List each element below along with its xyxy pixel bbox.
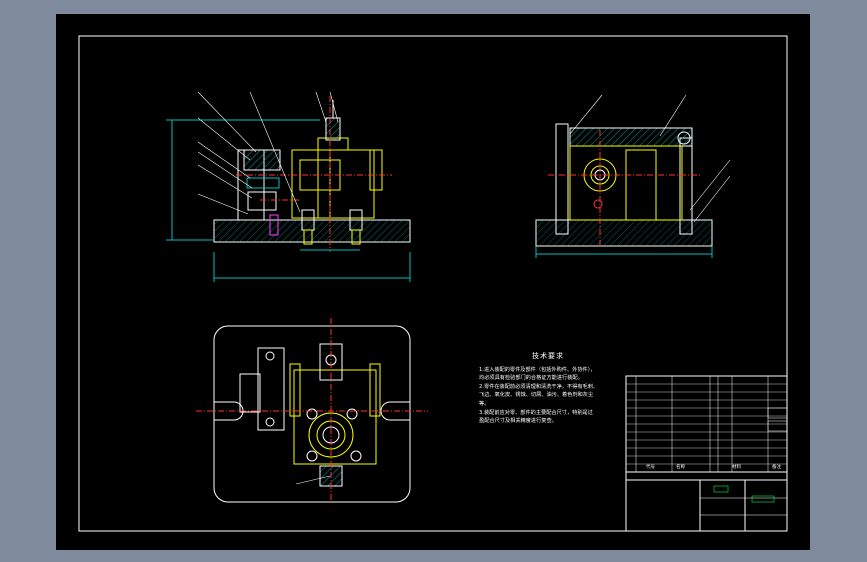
tech-note-line: 飞边、氧化皮、锈蚀、切屑、油污、着色剂和灰尘 xyxy=(479,392,594,399)
col-note: 备注 xyxy=(772,465,781,470)
drawing-frame xyxy=(78,35,788,532)
technical-requirements: 技术要求 1.进入装配的零件及部件（包括外购件、外协件）， 均必须具有检验部门的… xyxy=(479,352,617,426)
top-view xyxy=(196,318,428,503)
title-block-header: 代号 名称 材料 备注 xyxy=(626,462,787,472)
tech-note-line: 3.装配前应对零、部件的主要配合尺寸，特别是过 xyxy=(479,409,593,416)
drawing-sheet xyxy=(56,14,810,550)
side-view xyxy=(535,94,731,258)
title-block xyxy=(625,375,788,532)
tech-note-line: 等。 xyxy=(479,400,490,407)
tech-note-line: 1.进入装配的零件及部件（包括外购件、外协件）， xyxy=(479,366,596,373)
col-name: 名称 xyxy=(676,465,685,470)
technical-requirements-title: 技术要求 xyxy=(532,352,564,360)
front-view xyxy=(166,91,411,282)
tech-note-line: 盈配合尺寸及相关精度进行复查。 xyxy=(479,418,557,425)
col-material: 材料 xyxy=(732,465,741,470)
tech-note-line: 均必须具有检验部门的合格证方能进行装配。 xyxy=(479,375,583,382)
tech-note-line: 2.零件在装配前必须清理和清洗干净，不得有毛刺、 xyxy=(479,383,599,390)
col-seq: 代号 xyxy=(646,465,655,470)
